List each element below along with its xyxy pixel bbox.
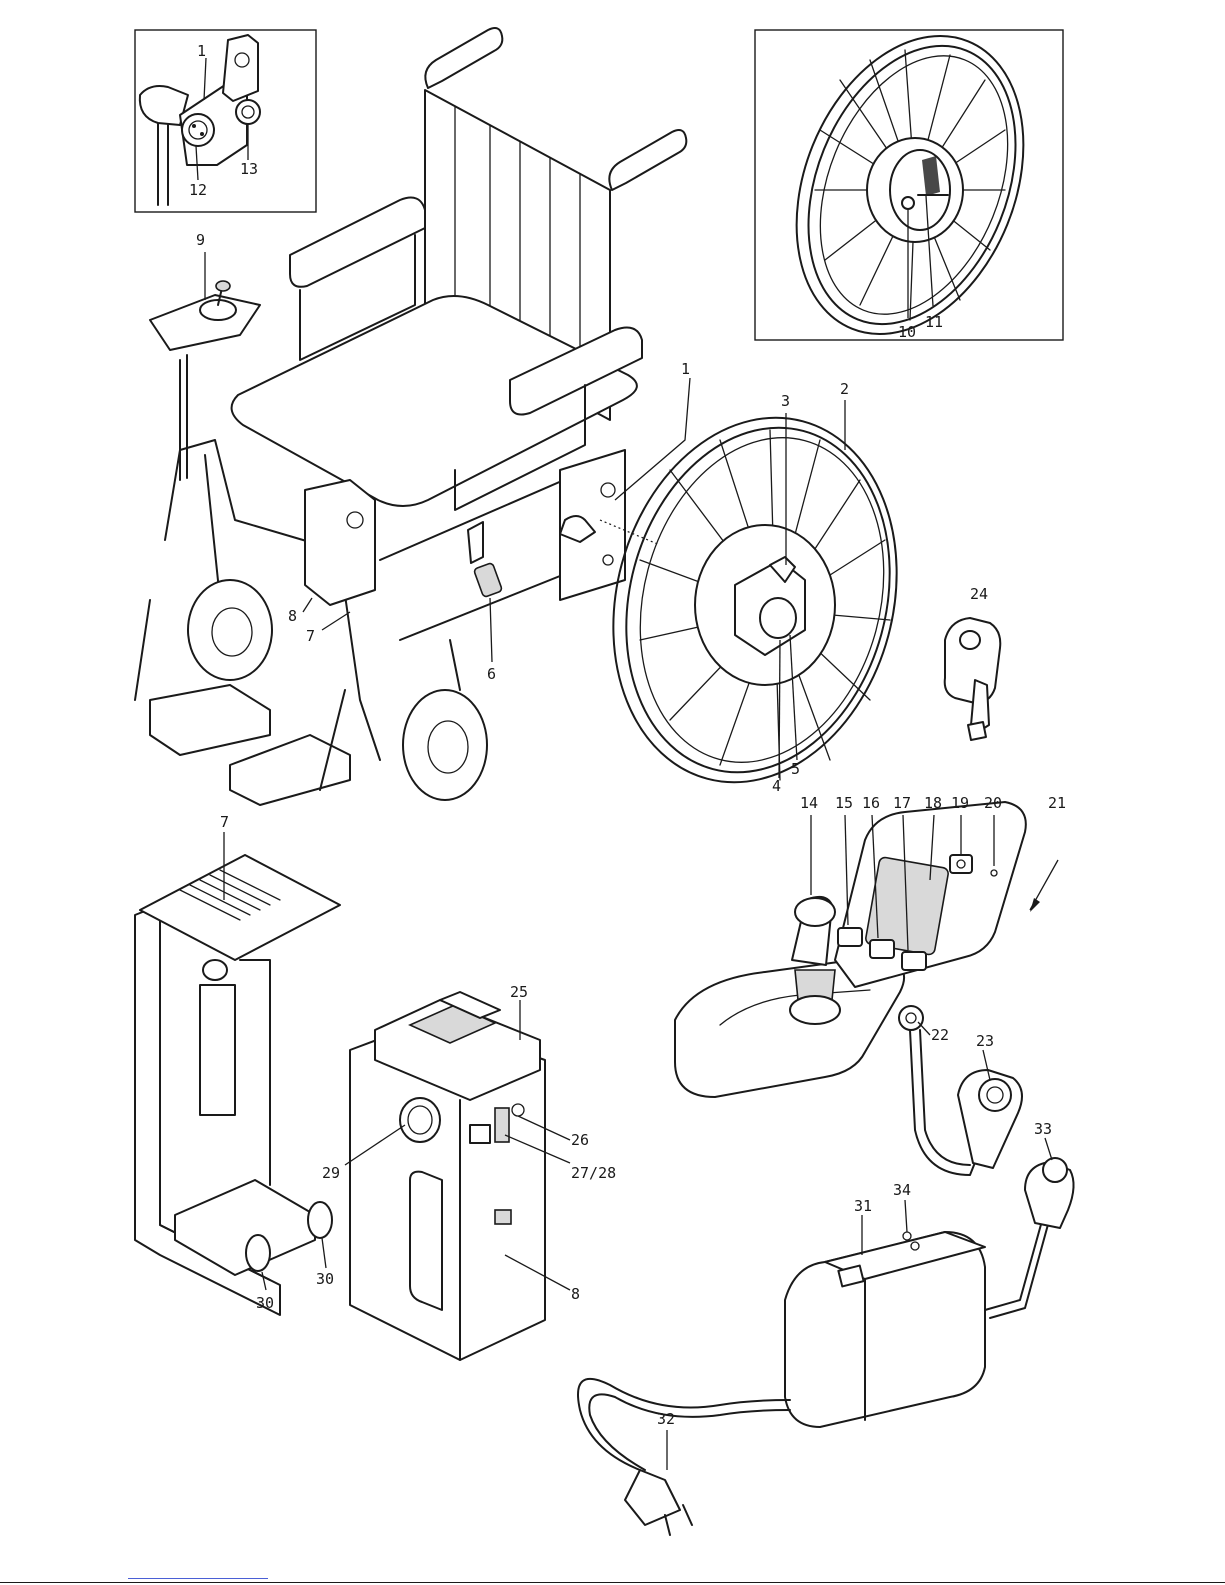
footer-rule — [0, 1582, 1225, 1583]
callout-15: 15 — [835, 794, 853, 812]
callout-29: 29 — [322, 1164, 340, 1182]
callout-27-28: 27/28 — [571, 1164, 616, 1182]
callout-26: 26 — [571, 1131, 589, 1149]
callout-1: 1 — [681, 360, 690, 378]
footer-link-underline[interactable] — [128, 1578, 268, 1579]
inset-right: 10 11 — [755, 2, 1066, 368]
callout-30: 30 — [256, 1294, 274, 1312]
key-drawing — [945, 618, 1001, 740]
callout-7: 7 — [306, 627, 315, 645]
callout-30: 30 — [316, 1270, 334, 1288]
callout-22: 22 — [931, 1026, 949, 1044]
callout-9: 9 — [196, 231, 205, 249]
callout-17: 17 — [893, 794, 911, 812]
battery-drawing — [350, 992, 545, 1360]
callout-6: 6 — [487, 665, 496, 683]
callout-18: 18 — [924, 794, 942, 812]
battery-holder-drawing — [135, 855, 340, 1315]
callout-24: 24 — [970, 585, 988, 603]
callout-16: 16 — [862, 794, 880, 812]
callout-1: 1 — [197, 42, 206, 60]
callout-21: 21 — [1048, 794, 1066, 812]
inset-left: 1 12 13 — [135, 30, 316, 212]
callout-4: 4 — [772, 777, 781, 795]
callout-5: 5 — [791, 760, 800, 778]
callout-33: 33 — [1034, 1120, 1052, 1138]
callout-7: 7 — [220, 813, 229, 831]
wheelchair-drawing — [135, 28, 936, 814]
control-unit-drawing — [675, 802, 1026, 1175]
callout-12: 12 — [189, 181, 207, 199]
callout-20: 20 — [984, 794, 1002, 812]
coupling-drawing — [140, 35, 260, 205]
callout-23: 23 — [976, 1032, 994, 1050]
callout-10: 10 — [898, 323, 916, 341]
charger-drawing — [578, 1158, 1074, 1535]
callout-11: 11 — [925, 313, 943, 331]
wheel-hub-drawing — [755, 2, 1066, 368]
callout-8: 8 — [571, 1285, 580, 1303]
callout-19: 19 — [951, 794, 969, 812]
callout-3: 3 — [781, 392, 790, 410]
callout-31: 31 — [854, 1197, 872, 1215]
callout-2: 2 — [840, 380, 849, 398]
callout-14: 14 — [800, 794, 818, 812]
callout-8: 8 — [288, 607, 297, 625]
callout-32: 32 — [657, 1410, 675, 1428]
callout-25: 25 — [510, 983, 528, 1001]
callout-13: 13 — [240, 160, 258, 178]
callout-34: 34 — [893, 1181, 911, 1199]
